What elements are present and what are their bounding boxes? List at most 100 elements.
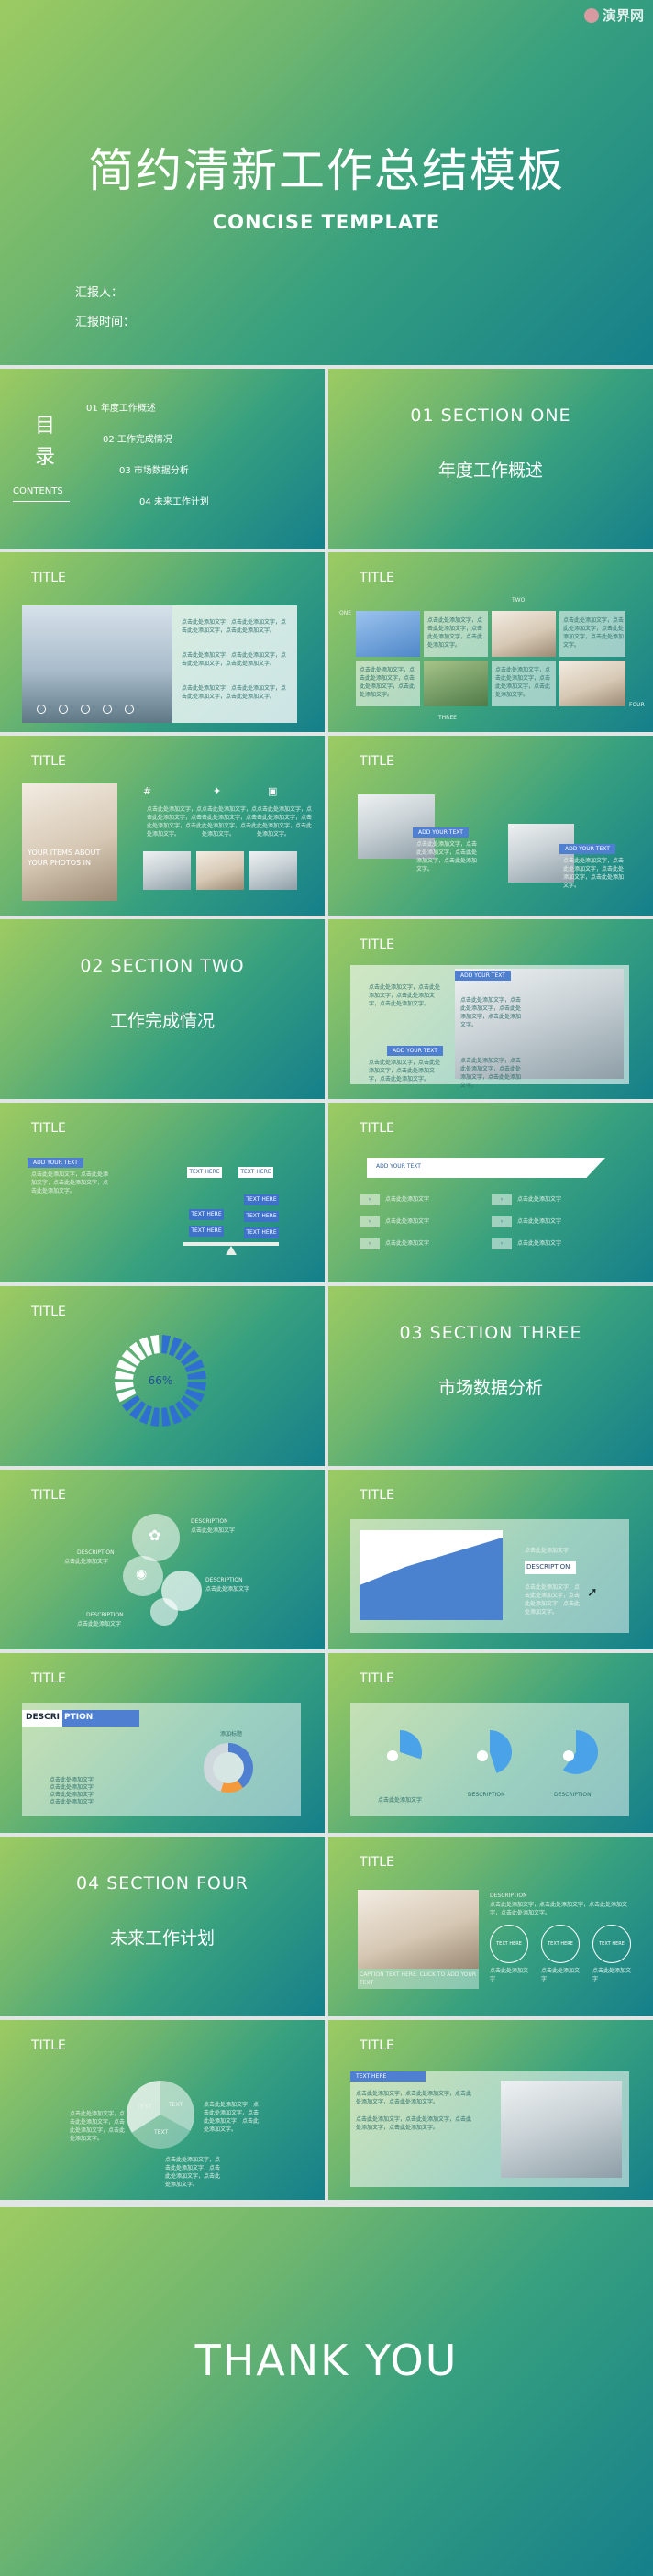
toc-item[interactable]: 01 年度工作概述 — [86, 404, 156, 414]
donut-segment — [168, 1337, 183, 1357]
toc-item[interactable]: 02 工作完成情况 — [103, 435, 172, 445]
slide-title: TITLE — [360, 754, 394, 769]
section-slide: 01 SECTION ONE 年度工作概述 — [328, 369, 653, 549]
bubble-label: DESCRIPTION — [86, 1612, 124, 1618]
donut-segment — [129, 1341, 146, 1360]
donut-segment — [138, 1337, 153, 1357]
blue-text-box[interactable]: TEXT HERE — [244, 1227, 279, 1238]
thumb-photo — [196, 851, 244, 890]
body-text: 点击此处添加文字，点击此处添加文字，点击此处添加文字，点击此处添加文字。 — [31, 1171, 109, 1194]
donut-segment — [150, 1407, 160, 1427]
slide-title: TITLE — [31, 2038, 66, 2053]
circle-label[interactable]: TEXT HERE — [490, 1925, 528, 1963]
cyclist-photo — [492, 611, 556, 657]
slide-title: TITLE — [360, 2038, 394, 2053]
donut-segment — [116, 1388, 137, 1403]
logo-icon — [583, 8, 599, 23]
tile-text: 点击此处添加文字，点击此处添加文字，点击此处添加文字，点击此处添加文字。 — [495, 667, 551, 698]
hashtag-icon: # — [143, 785, 152, 797]
step-marker: › — [492, 1194, 512, 1205]
town-photo — [22, 605, 172, 723]
cover-subtitle: CONCISE TEMPLATE — [212, 211, 441, 233]
toc-item[interactable]: 04 未来工作计划 — [139, 497, 209, 507]
legend-title: 点击此处添加文字 — [525, 1548, 570, 1554]
text-tile — [559, 611, 625, 657]
content-slide: TITLE ADD YOUR TEXT › 点击此处添加文字 › 点击此处添加文… — [328, 1103, 653, 1282]
column-text: 点击此处添加文字，点击此处添加文字，点击此处添加文字，点击此处添加文字。 — [147, 806, 203, 838]
label-one: ONE — [339, 610, 352, 616]
text-here-tag[interactable]: TEXT HERE — [350, 2071, 426, 2082]
circle-label[interactable]: TEXT HERE — [592, 1925, 631, 1963]
body-text: 点击此处添加文字，点击此处添加文字，点击此处添加文字，点击此处添加文字。 — [182, 685, 287, 700]
blue-text-box[interactable]: TEXT HERE — [189, 1209, 224, 1220]
watermark-logo: 演界网 — [583, 6, 644, 25]
step-marker: › — [360, 1238, 380, 1249]
thumb-photo — [143, 851, 191, 890]
donut-segment — [184, 1388, 205, 1403]
donut-segment — [115, 1371, 134, 1380]
circle-icon — [125, 705, 134, 714]
road-photo — [424, 661, 488, 706]
add-text-tag[interactable]: ADD YOUR TEXT — [28, 1158, 83, 1168]
donut-segment — [138, 1405, 153, 1425]
content-slide: TITLE 点击此处添加文字 DESCRIPTION DESCRIPTION — [328, 1653, 653, 1833]
ring-title: 添加标题 — [220, 1731, 243, 1738]
slide-title: TITLE — [360, 1488, 394, 1503]
list-text: 点击此处添加文字 — [50, 1799, 94, 1805]
description-label: DESCRIPTION — [490, 1893, 527, 1899]
add-text-tag[interactable]: ADD YOUR TEXT — [413, 827, 469, 838]
add-text-tag[interactable]: ADD YOUR TEXT — [455, 971, 511, 981]
description-label: DESCRIPTION — [526, 1563, 570, 1571]
dog-photo — [559, 661, 625, 706]
content-slide: TITLE TEXT HERE 点击此处添加文字，点击此处添加文字，点击此处添加… — [328, 2020, 653, 2200]
donut-segment — [161, 1407, 171, 1427]
blue-text-box[interactable]: TEXT HERE — [244, 1194, 279, 1205]
column-text: 点击此处添加文字，点击此处添加文字，点击此处添加文字，点击此处添加文字。 — [257, 806, 313, 838]
donut-segment — [150, 1335, 160, 1354]
circle-label[interactable]: TEXT HERE — [541, 1925, 580, 1963]
add-text-tag[interactable]: ADD YOUR TEXT — [559, 844, 615, 854]
bubble-text: 点击此处添加文字 — [64, 1559, 109, 1565]
tile-text: 点击此处添加文字，点击此处添加文字，点击此处添加文字，点击此处添加文字。 — [427, 617, 483, 649]
body-text: 点击此处添加文字，点击此处添加文字，点击此处添加文字，点击此处添加文字。 — [460, 1058, 522, 1089]
body-text: 点击此处添加文字，点击此处添加文字，点击此处添加文字，点击此处添加文字。 — [490, 1902, 628, 1916]
blue-text-box[interactable]: TEXT HERE — [244, 1211, 279, 1222]
column-text: 点击此处添加文字，点击此处添加文字，点击此处添加文字，点击此处添加文字。 — [202, 806, 258, 838]
add-text-tag[interactable]: ADD YOUR TEXT — [387, 1046, 443, 1056]
blue-text-box[interactable]: TEXT HERE — [189, 1226, 224, 1237]
circle-icon — [37, 705, 46, 714]
pie-chart — [127, 2081, 194, 2149]
bubble-label: DESCRIPTION — [77, 1549, 115, 1556]
reporter-label: 汇报人： — [75, 286, 124, 300]
toc-title-2: 录 — [35, 446, 56, 469]
text-box[interactable]: TEXT HERE — [187, 1167, 222, 1178]
section-number: 04 SECTION FOUR — [76, 1873, 249, 1893]
section-number: 01 SECTION ONE — [410, 405, 571, 426]
gauge-chart — [554, 1730, 598, 1774]
scale-base-icon — [226, 1246, 237, 1255]
label-two: TWO — [512, 597, 526, 604]
gauge-dot — [563, 1750, 574, 1761]
content-slide: TITLE YOUR ITEMS ABOUT YOUR PHOTOS IN # … — [0, 736, 325, 916]
section-name: 市场数据分析 — [437, 1378, 543, 1398]
body-text: 点击此处添加文字，点击此处添加文字，点击此处添加文字，点击此处添加文字。 — [70, 2111, 126, 2142]
sky-photo — [356, 611, 420, 657]
paw-icon: ✿ — [149, 1527, 161, 1544]
image-icon: ▣ — [268, 785, 278, 797]
donut-segment — [184, 1359, 205, 1373]
toc-item[interactable]: 03 市场数据分析 — [119, 466, 189, 476]
window-photo — [455, 969, 624, 1079]
content-slide: TITLE TEXT TEXT TEXT 点击此处添加文字，点击此处添加文字，点… — [0, 2020, 325, 2200]
circle-icon — [103, 705, 112, 714]
body-text: 点击此处添加文字，点击此处添加文字，点击此处添加文字，点击此处添加文字。 — [416, 841, 478, 872]
donut-segment — [187, 1371, 206, 1380]
list-text: 点击此处添加文字 — [50, 1784, 94, 1791]
slide-title: TITLE — [31, 754, 66, 769]
slide-title: TITLE — [360, 1121, 394, 1136]
body-text: 点击此处添加文字，点击此处添加文字，点击此处添加文字，点击此处添加文字。 — [369, 984, 441, 1007]
text-box[interactable]: TEXT HERE — [238, 1167, 273, 1178]
circle-icon — [59, 705, 68, 714]
donut-segment — [116, 1359, 137, 1373]
body-text: 点击此处添加文字，点击此处添加文字，点击此处添加文字，点击此处添加文字。 — [369, 1060, 441, 1083]
content-slide: TITLE 点击此处添加文字，点击此处添加文字，点击此处添加文字，点击此处添加文… — [0, 552, 325, 732]
